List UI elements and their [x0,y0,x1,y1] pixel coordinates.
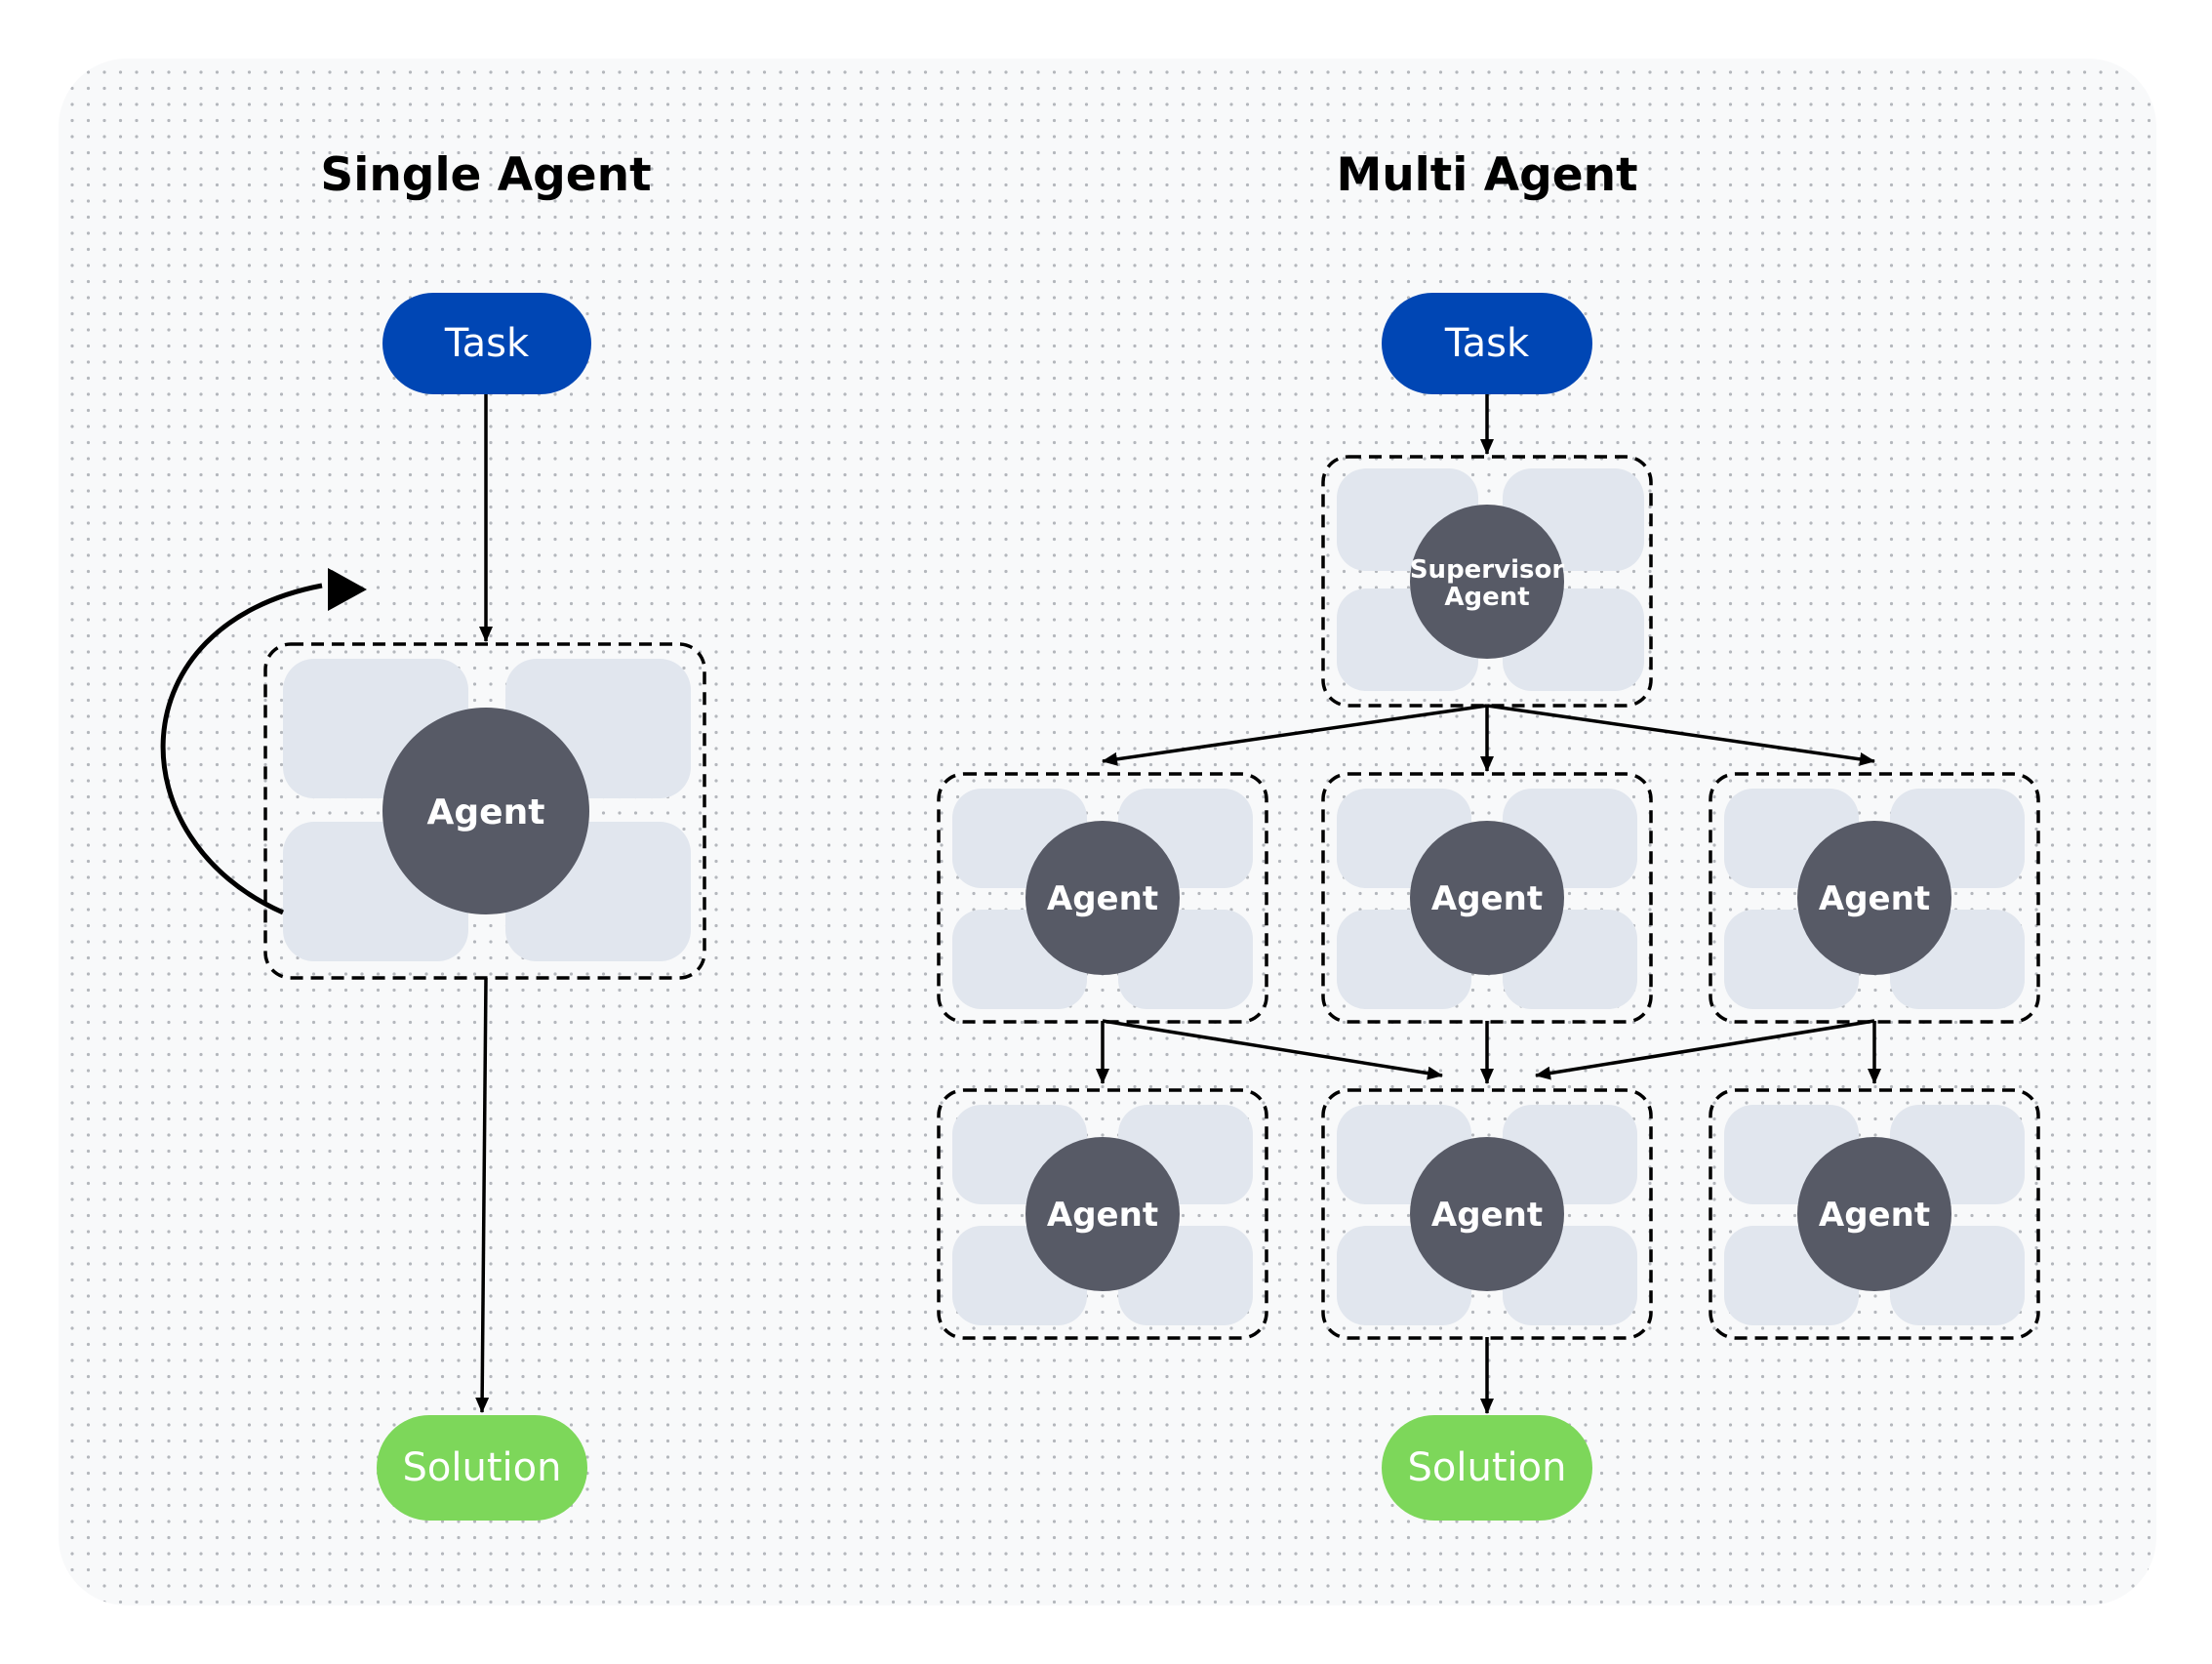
agent-circle [1797,821,1951,975]
agent-label: Agent [1431,1196,1543,1235]
agent-merge-arrows [1096,1019,1881,1084]
single-solution-node: Solution [377,1415,587,1521]
multi-solution-node: Solution [1382,1415,1592,1521]
single-loop-arrow [160,583,323,915]
supervisor-fanout-arrows [1102,704,1875,772]
single-task-node: Task [382,293,591,394]
single-agent-title: Single Agent [320,148,651,202]
agent-circle [1026,1137,1180,1291]
agent-box: Agent [937,1088,1268,1340]
supervisor-agent-box: Supervisor Agent [1321,455,1653,708]
agent-circle [1026,821,1180,975]
agent-box: Agent [937,772,1268,1024]
single-solution-arrow [475,977,490,1413]
single-agent-box: Agent [263,642,706,980]
agent-circle [1410,821,1564,975]
agent-label: Agent [1819,879,1930,918]
supervisor-label-line2: Agent [1444,583,1529,612]
multi-agent-title: Multi Agent [1336,148,1637,202]
agent-box: Agent [1321,1088,1653,1340]
agent-circle [1797,1137,1951,1291]
supervisor-agent-circle [1410,505,1564,659]
multi-task-node: Task [1382,293,1592,394]
agent-label: Agent [1047,1196,1158,1235]
multi-task-label: Task [1444,321,1530,366]
agent-label: Agent [1819,1196,1930,1235]
single-agent-label: Agent [427,792,545,832]
agent-label: Agent [1431,879,1543,918]
single-task-label: Task [444,321,530,366]
multi-solution-label: Solution [1408,1445,1567,1490]
agent-label: Agent [1047,879,1158,918]
supervisor-label-line1: Supervisor [1410,555,1565,585]
agent-circle [1410,1137,1564,1291]
agent-box: Agent [1321,772,1653,1024]
agent-box: Agent [1709,1088,2040,1340]
loop-arrowhead-icon [328,568,367,611]
single-solution-label: Solution [403,1445,562,1490]
agent-box: Agent [1709,772,2040,1024]
single-agent-circle [382,708,589,914]
